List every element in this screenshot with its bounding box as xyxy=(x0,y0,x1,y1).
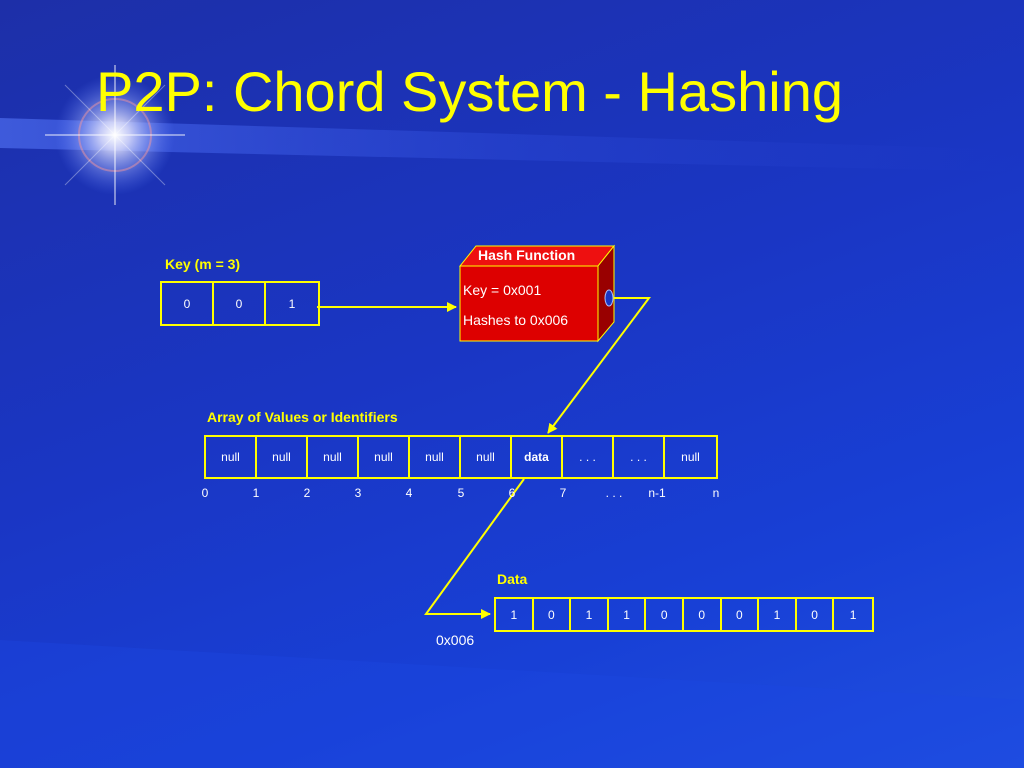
array-index: . . . xyxy=(605,486,623,500)
data-bit: 1 xyxy=(849,607,857,622)
array-index: n-1 xyxy=(648,486,666,500)
hash-key-text: Key = 0x001 xyxy=(463,282,542,298)
array-index: 0 xyxy=(201,486,209,500)
array-cell: null xyxy=(461,437,512,477)
array-cell: . . . xyxy=(614,437,665,477)
array-cell: null xyxy=(206,437,257,477)
array-index: 3 xyxy=(354,486,362,500)
key-label: Key (m = 3) xyxy=(165,256,241,272)
data-bit: 1 xyxy=(571,599,609,630)
data-bit: 1 xyxy=(496,599,534,630)
array-cell: . . . xyxy=(563,437,614,477)
array-index: 7 xyxy=(559,486,567,500)
array-to-data-arrow xyxy=(424,478,525,619)
data-bit: 0 xyxy=(684,599,722,630)
array-index: 5 xyxy=(457,486,465,500)
data-label: Data xyxy=(497,571,528,587)
slide-title: P2P: Chord System - Hashing xyxy=(96,60,843,123)
array-index: 2 xyxy=(303,486,311,500)
array-cells: null null null null null null data . . .… xyxy=(204,435,718,479)
array-index: 4 xyxy=(405,486,413,500)
array-index: 6 xyxy=(508,486,516,500)
array-cell: null xyxy=(410,437,461,477)
key-cell: 0 xyxy=(214,283,266,324)
data-bit: 1 xyxy=(759,599,797,630)
array-cell: null xyxy=(359,437,410,477)
data-bit: 0 xyxy=(722,599,760,630)
key-cell: 0 xyxy=(162,283,214,324)
hash-result-text: Hashes to 0x006 xyxy=(463,312,569,328)
array-cell: null xyxy=(681,450,700,464)
array-index: 1 xyxy=(252,486,260,500)
lens-flare-decoration xyxy=(45,65,185,205)
array-cell: null xyxy=(257,437,308,477)
array-index: n xyxy=(712,486,720,500)
hash-function-title: Hash Function xyxy=(478,247,576,263)
data-bit-cells: 1 0 1 1 0 0 0 1 0 1 xyxy=(494,597,874,632)
data-bit: 0 xyxy=(797,599,835,630)
data-bit: 1 xyxy=(609,599,647,630)
array-cell: null xyxy=(308,437,359,477)
hash-to-array-arrow xyxy=(547,297,651,434)
data-bit: 0 xyxy=(646,599,684,630)
key-cell: 1 xyxy=(288,296,296,311)
data-bit: 0 xyxy=(534,599,572,630)
hash-function-box xyxy=(458,244,616,343)
data-address: 0x006 xyxy=(436,632,475,648)
array-label: Array of Values or Identifiers xyxy=(207,409,398,425)
key-cells: 0 0 1 xyxy=(160,281,320,326)
array-cell-data: data xyxy=(512,437,563,477)
